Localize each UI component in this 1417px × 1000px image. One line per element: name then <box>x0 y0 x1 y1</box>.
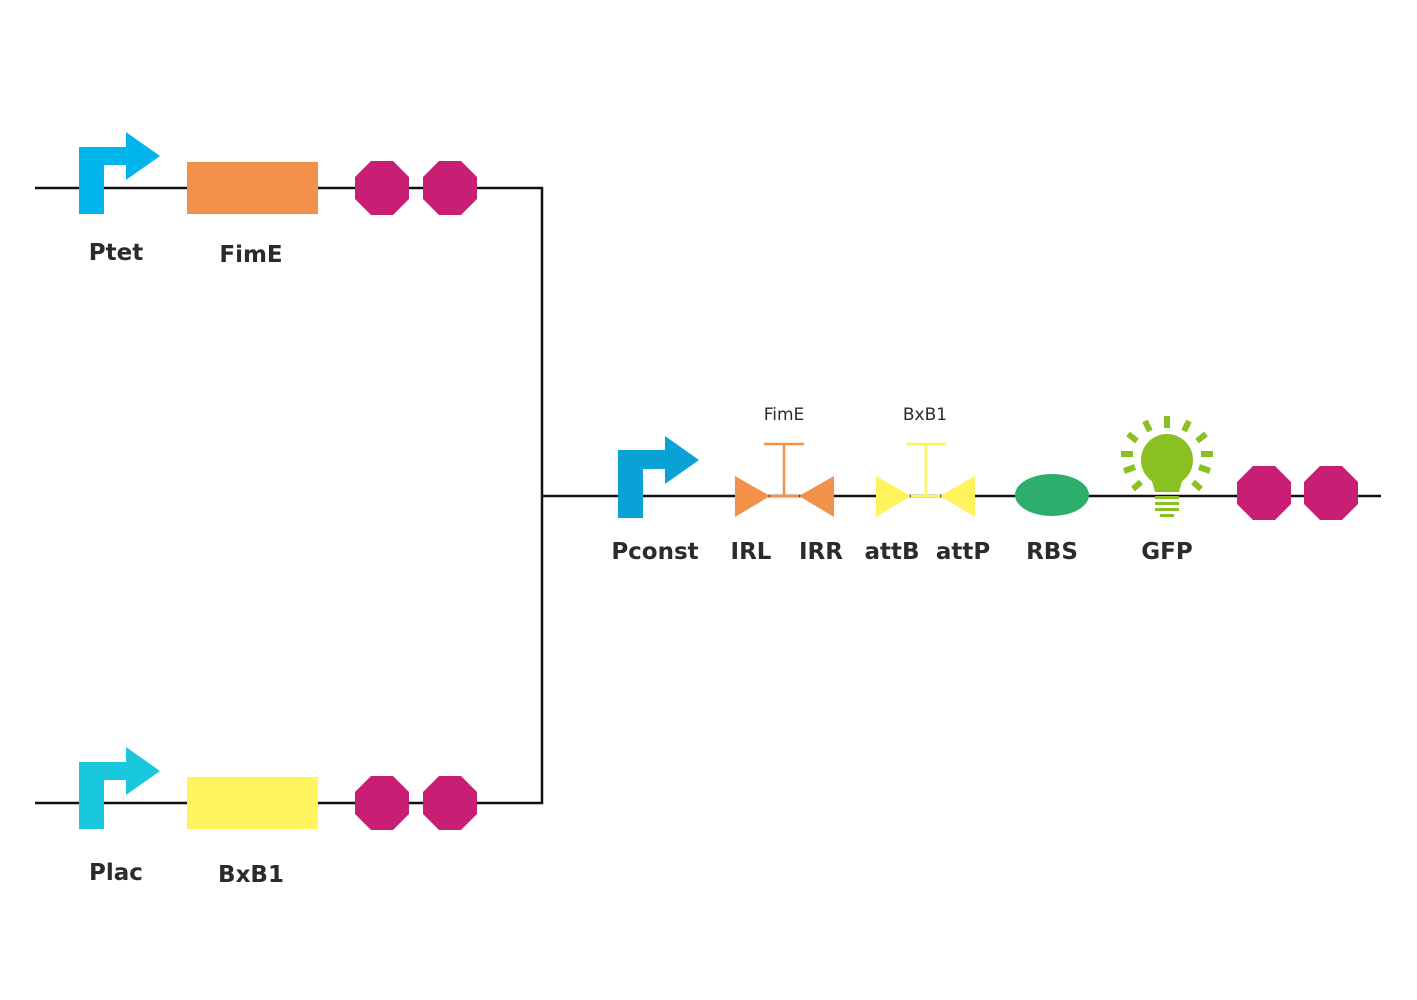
bxb1-gene-label: BxB1 <box>218 862 284 888</box>
top-circuit: Ptet FimE <box>79 132 477 268</box>
promoter-pconst-icon <box>618 436 699 518</box>
attb-label: attB <box>864 539 919 565</box>
attp-site-icon <box>940 476 975 517</box>
irr-site-icon <box>799 476 834 517</box>
fime-gene-icon <box>187 162 318 214</box>
bottom-circuit: Plac BxB1 <box>79 747 477 888</box>
ptet-label: Ptet <box>89 240 143 266</box>
backbone-lines <box>35 186 1381 805</box>
rbs-icon <box>1015 474 1089 516</box>
terminator-icon <box>1237 466 1291 520</box>
rbs-label: RBS <box>1026 539 1078 565</box>
irl-site-icon <box>735 476 770 517</box>
irl-label: IRL <box>731 539 772 565</box>
terminator-icon <box>355 776 409 830</box>
pconst-label: Pconst <box>611 539 698 565</box>
main-circuit: Pconst FimE IRL IRR BxB1 attB attP RBS <box>611 405 1358 565</box>
terminator-icon <box>355 161 409 215</box>
bxb1-gene-icon <box>187 777 318 829</box>
bxb1-attachment-sites: BxB1 attB attP <box>864 405 990 565</box>
terminator-icon <box>1304 466 1358 520</box>
fime-recombinase-label: FimE <box>764 405 805 425</box>
terminator-icon <box>423 776 477 830</box>
promoter-ptet-icon <box>79 132 160 214</box>
irr-label: IRR <box>799 539 843 565</box>
terminator-icon <box>423 161 477 215</box>
fime-recombination-sites: FimE IRL IRR <box>731 405 844 565</box>
attp-label: attP <box>936 539 990 565</box>
promoter-plac-icon <box>79 747 160 829</box>
plac-label: Plac <box>89 860 143 886</box>
fime-gene-label: FimE <box>219 242 282 268</box>
gfp-lightbulb-icon <box>1121 416 1213 517</box>
attb-site-icon <box>876 476 911 517</box>
gfp-label: GFP <box>1141 539 1192 565</box>
bxb1-recombinase-label: BxB1 <box>903 405 947 425</box>
